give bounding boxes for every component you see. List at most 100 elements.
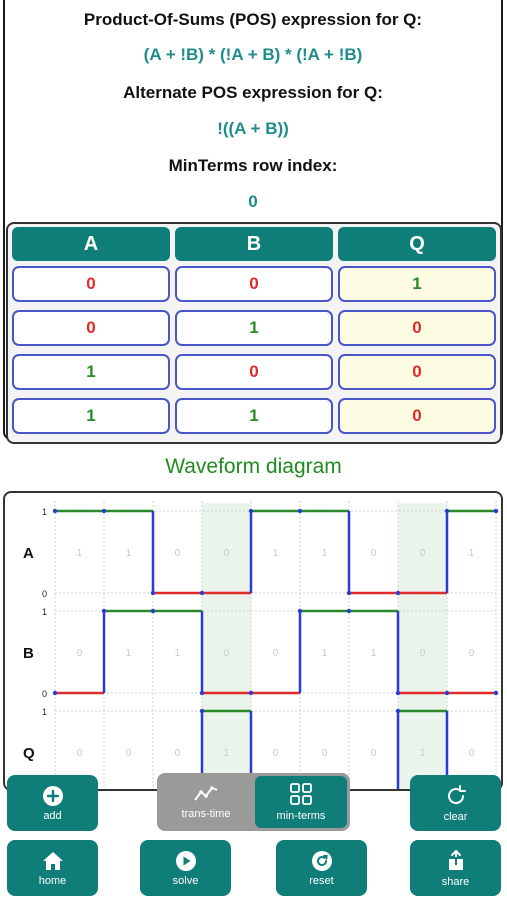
cell-value-label: 0 [469, 748, 475, 759]
transition-point [52, 690, 58, 696]
transition-point [199, 708, 205, 714]
minterms-value: 0 [248, 192, 258, 211]
cell-value-label: 0 [273, 648, 279, 659]
alt-pos-heading: Alternate POS expression for Q: [123, 83, 383, 102]
signal-name-q: Q [23, 745, 35, 762]
minterm-highlight-0 [202, 503, 251, 789]
cell-value-label: 0 [469, 648, 475, 659]
waveform-diagram[interactable]: 10A11001100110B01100110010Q000100010 [3, 491, 503, 791]
waveform-svg: 10A11001100110B01100110010Q000100010 [23, 501, 499, 789]
transition-point [493, 508, 499, 514]
cell-value-label: 0 [273, 748, 279, 759]
transition-point [248, 690, 254, 696]
cell-value-label: 0 [77, 648, 83, 659]
cell-a-row3: 1 [12, 354, 170, 390]
cell-value-label: 1 [126, 548, 132, 559]
clear-button[interactable]: clear [410, 775, 501, 831]
transition-point [493, 690, 499, 696]
cell-a-row1: 0 [12, 266, 170, 302]
signal-high-label: 1 [42, 507, 47, 517]
cell-value-label: 1 [469, 548, 475, 559]
cell-value-label: 1 [224, 748, 230, 759]
transition-point [395, 690, 401, 696]
cell-value-label: 1 [322, 548, 328, 559]
transition-point [101, 508, 107, 514]
signal-high-label: 1 [42, 607, 47, 617]
transition-point [297, 608, 303, 614]
view-mode-toggle[interactable]: trans-time min-terms [157, 773, 350, 831]
cell-value-label: 0 [175, 748, 181, 759]
cell-value-label: 1 [273, 548, 279, 559]
cell-q-row2[interactable]: 0 [338, 310, 496, 346]
cell-value-label: 0 [322, 748, 328, 759]
cell-value-label: 1 [126, 648, 132, 659]
signal-name-b: B [23, 645, 34, 662]
cell-value-label: 0 [224, 648, 230, 659]
share-label: share [441, 875, 470, 888]
cell-q-row1[interactable]: 1 [338, 266, 496, 302]
transition-point [444, 690, 450, 696]
transition-point [199, 590, 205, 596]
cell-b-row2: 1 [175, 310, 333, 346]
transition-point [346, 608, 352, 614]
line-graph-icon [194, 786, 218, 801]
transition-point [199, 690, 205, 696]
cell-value-label: 0 [77, 748, 83, 759]
reset-button[interactable]: reset [276, 840, 367, 896]
signal-low-label: 0 [42, 589, 47, 599]
play-circle-icon [175, 850, 196, 871]
cell-value-label: 1 [77, 548, 83, 559]
pos-expression: (A + !B) * (!A + B) * (!A + !B) [143, 45, 363, 64]
transition-point [395, 708, 401, 714]
trans-time-tab[interactable]: trans-time [160, 776, 252, 828]
transition-point [297, 508, 303, 514]
transition-point [52, 508, 58, 514]
cell-value-label: 1 [175, 648, 181, 659]
transition-point [150, 608, 156, 614]
share-button[interactable]: share [410, 840, 501, 896]
cell-a-row2: 0 [12, 310, 170, 346]
refresh-arrow-icon [447, 784, 466, 804]
cell-value-label: 1 [371, 648, 377, 659]
signal-name-a: A [23, 545, 34, 562]
transition-point [101, 608, 107, 614]
add-button[interactable]: add [7, 775, 98, 831]
transition-point [444, 508, 450, 514]
cell-value-label: 0 [371, 748, 377, 759]
solve-label: solve [172, 874, 199, 887]
cell-value-label: 0 [126, 748, 132, 759]
minterms-heading: MinTerms row index: [168, 156, 338, 175]
trans-time-label: trans-time [181, 808, 231, 820]
cell-value-label: 0 [420, 548, 426, 559]
cell-b-row4: 1 [175, 398, 333, 434]
cell-value-label: 1 [420, 748, 426, 759]
column-header-a: A [12, 227, 170, 261]
minterm-highlight-1 [398, 503, 447, 789]
cell-value-label: 1 [322, 648, 328, 659]
transition-point [346, 590, 352, 596]
cell-q-row3[interactable]: 0 [338, 354, 496, 390]
transition-point [395, 590, 401, 596]
cell-value-label: 0 [175, 548, 181, 559]
column-header-q: Q [338, 227, 496, 261]
cell-b-row1: 0 [175, 266, 333, 302]
alt-pos-expression: !((A + B)) [217, 119, 289, 138]
waveform-title: Waveform diagram [165, 455, 342, 478]
home-label: home [38, 874, 67, 887]
cell-value-label: 0 [371, 548, 377, 559]
cell-q-row4[interactable]: 0 [338, 398, 496, 434]
solve-button[interactable]: solve [140, 840, 231, 896]
plus-circle-icon [42, 785, 63, 806]
cell-value-label: 0 [420, 648, 426, 659]
share-icon [448, 849, 463, 870]
transition-point [248, 508, 254, 514]
cell-a-row4: 1 [12, 398, 170, 434]
min-terms-tab[interactable]: min-terms [255, 776, 347, 828]
reset-label: reset [309, 874, 334, 887]
min-terms-label: min-terms [276, 810, 326, 822]
cell-value-label: 0 [224, 548, 230, 559]
clear-label: clear [443, 810, 468, 823]
pos-heading: Product-Of-Sums (POS) expression for Q: [83, 10, 423, 29]
home-button[interactable]: home [7, 840, 98, 896]
